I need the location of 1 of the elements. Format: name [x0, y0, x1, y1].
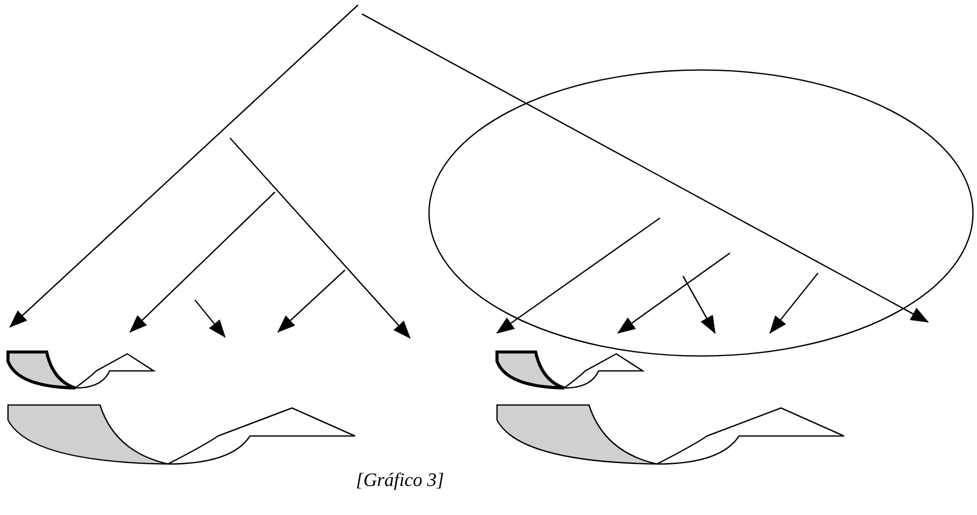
caption: [Gráfico 3]: [354, 470, 446, 492]
